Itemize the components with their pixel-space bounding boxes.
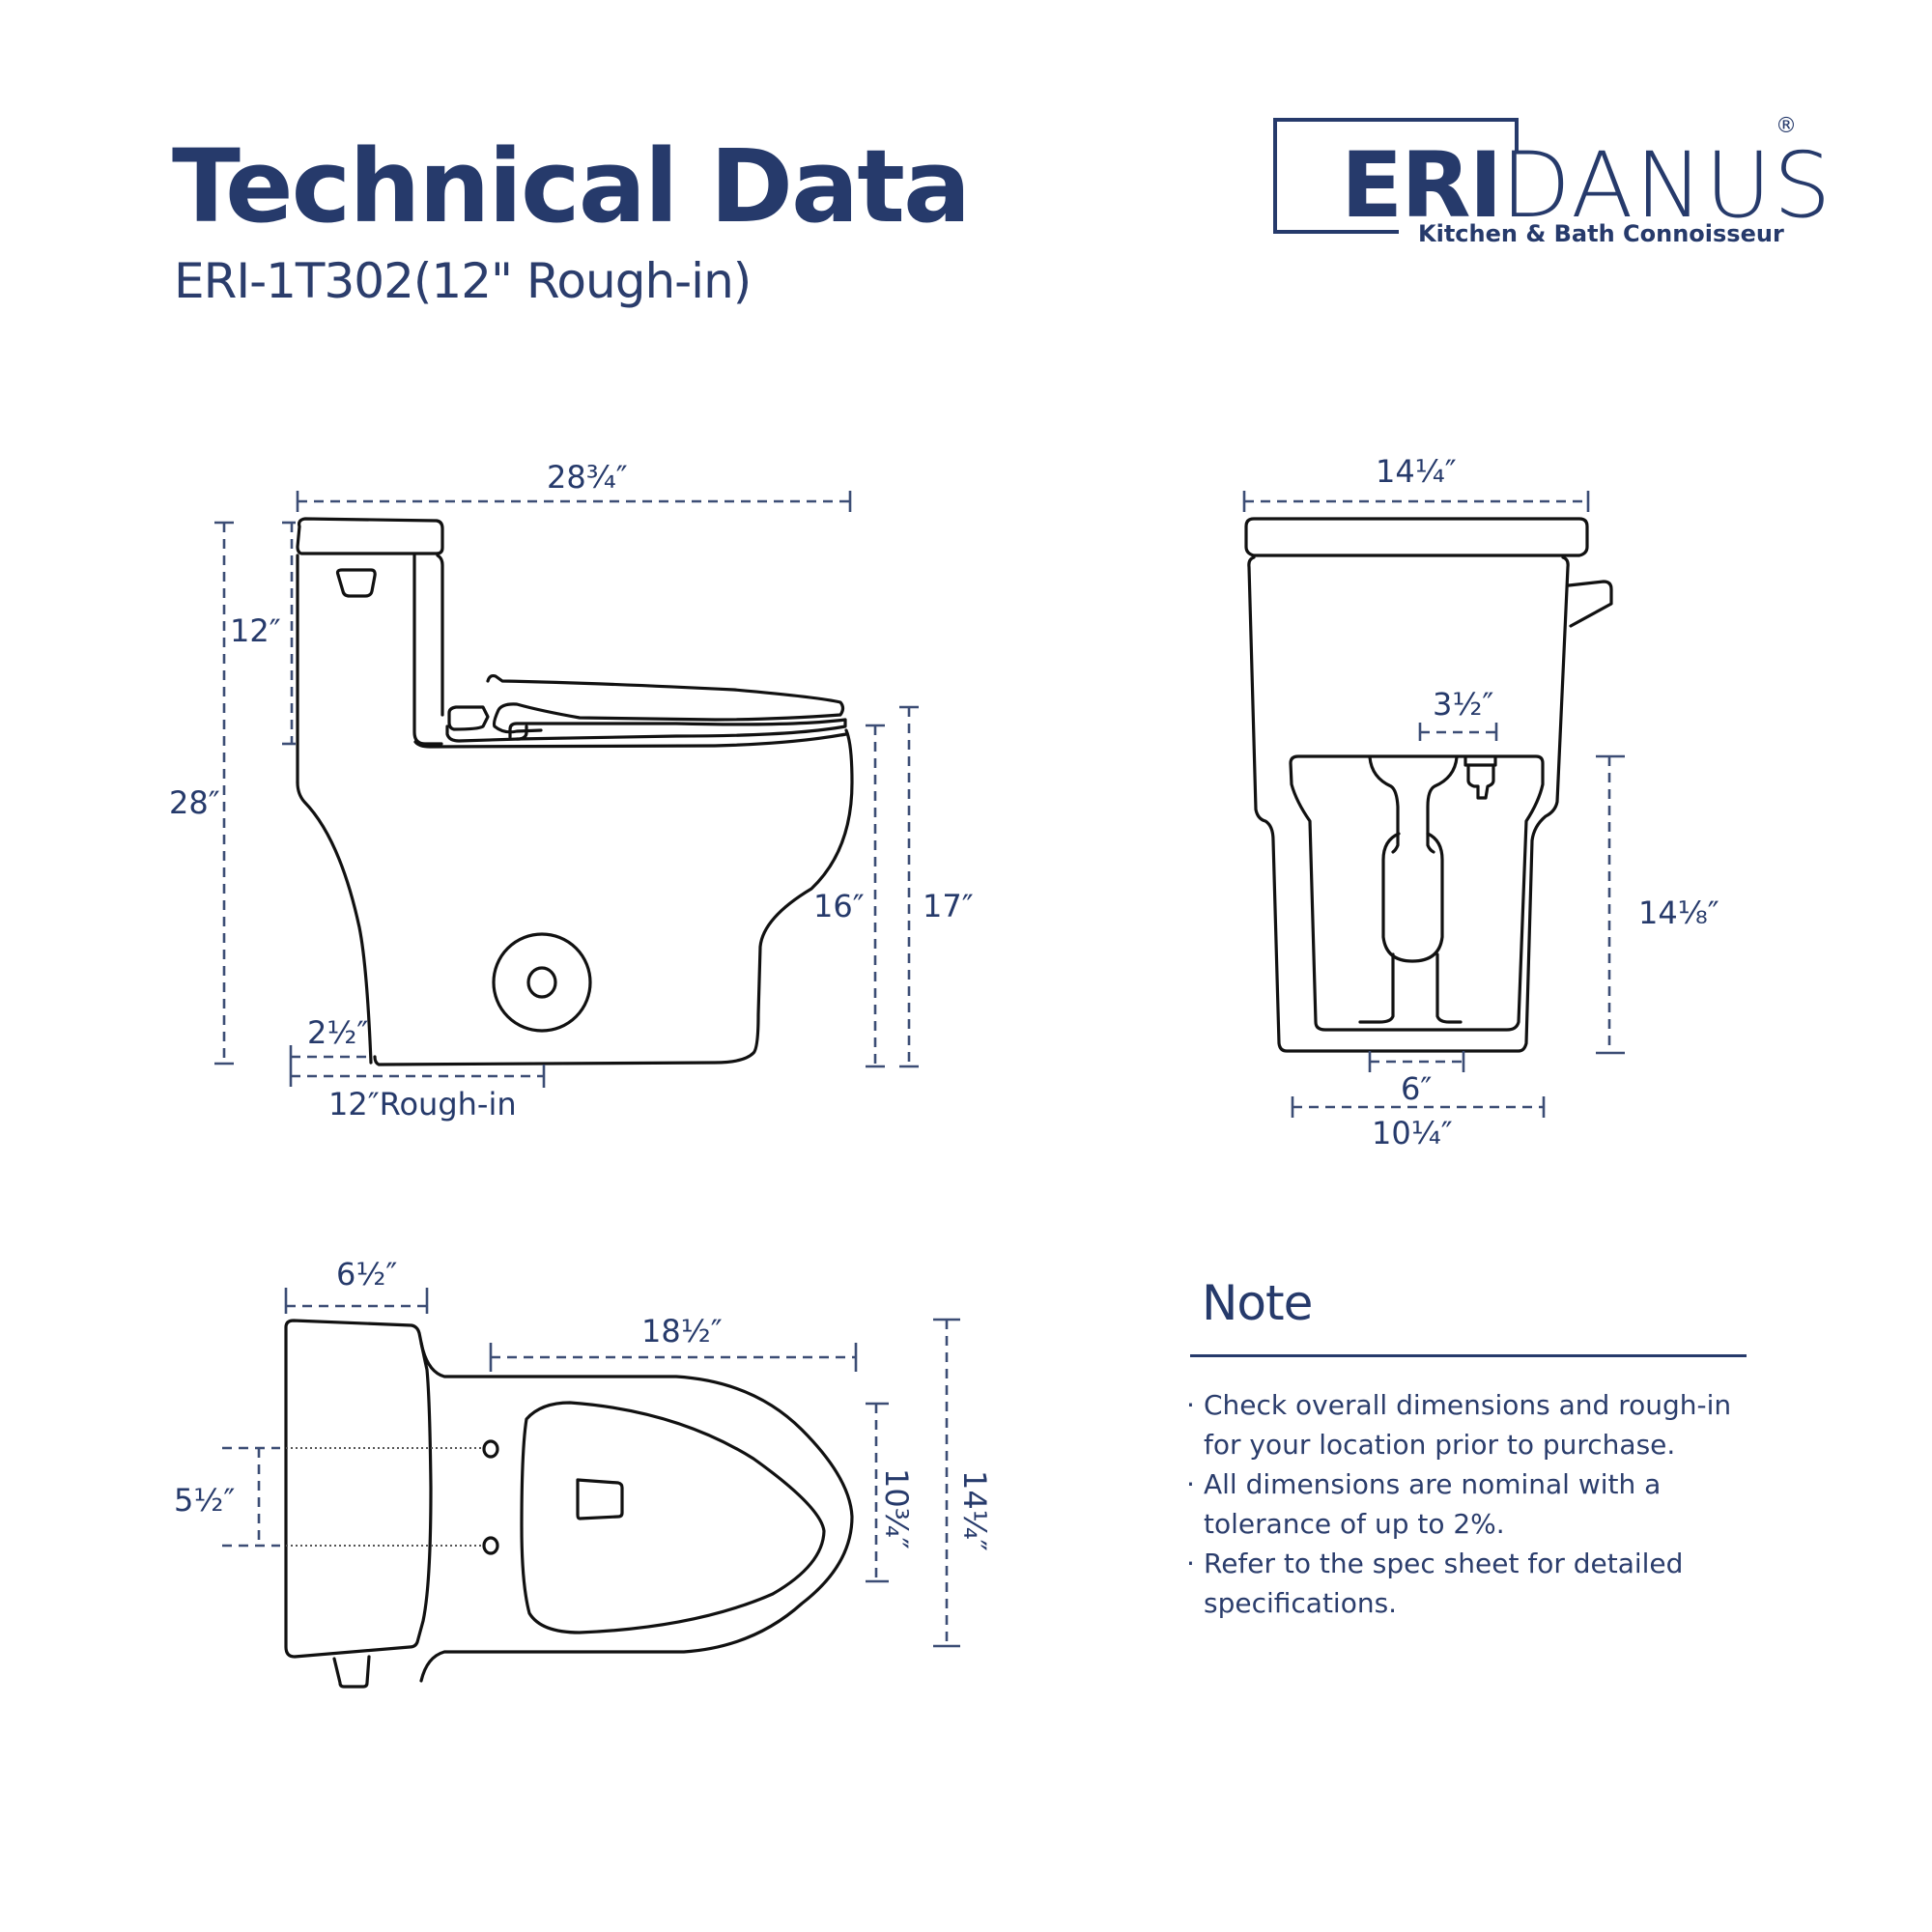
brand-logo: ERIDANUS ® Kitchen & Bath Connoisseur	[1273, 114, 1831, 259]
bullet-icon: ·	[1186, 1389, 1195, 1421]
page-title: Technical Data	[172, 128, 971, 245]
dim-overall-length: 28¾″	[547, 459, 628, 496]
front-view-dimensions: 14¼″ 3½″ 14⅛″ 6″ 10¼″	[1242, 453, 1719, 1151]
dim-trap-width: 6″	[1401, 1070, 1432, 1107]
trap-leg-left	[1358, 952, 1395, 1024]
dim-base-offset: 2½″	[307, 1014, 368, 1051]
side-view-dimensions: 28¾″ 28″ 12″ 16″ 17″ 2½″ 12″Rough-in	[169, 459, 974, 1122]
seat-ring-body	[508, 718, 847, 741]
note-item: · All dimensions are nominal with a tole…	[1186, 1464, 1785, 1544]
dim-bowl-length: 18½″	[641, 1313, 723, 1350]
dim-seat-height: 16″	[813, 888, 865, 924]
trap-neck	[1368, 755, 1400, 854]
tank-front	[436, 554, 444, 717]
note-item-line: tolerance of up to 2%.	[1204, 1508, 1505, 1540]
dim-tank-width: 14¼″	[1376, 453, 1457, 490]
top-supply-valve	[332, 1655, 371, 1689]
supply-fitting	[1463, 755, 1497, 800]
note-divider	[1190, 1354, 1747, 1357]
note-item-line: for your location prior to purchase.	[1204, 1429, 1676, 1461]
bolt-cap-outer	[492, 932, 592, 1033]
note-item-line: Check overall dimensions and rough-in	[1204, 1389, 1732, 1421]
side-view-drawing	[296, 517, 854, 1066]
seat-ring	[445, 724, 528, 743]
seat-lid	[486, 673, 845, 734]
logo-danus: DANUS	[1500, 133, 1833, 239]
dim-seat-bolt-spacing: 5½″	[174, 1482, 235, 1519]
tank-lid	[296, 517, 444, 555]
logo-tagline: Kitchen & Bath Connoisseur	[1418, 220, 1784, 247]
dim-supply-offset: 3½″	[1433, 686, 1493, 723]
top-tank	[284, 1319, 433, 1659]
dim-base-height: 14⅛″	[1638, 895, 1719, 931]
top-tank-neck	[419, 1341, 854, 1683]
bowl-top-line	[413, 732, 848, 749]
flush-lever	[335, 568, 377, 598]
front-flush-lever	[1567, 580, 1613, 628]
seat-hinge	[447, 705, 490, 731]
dim-base-width: 10¼″	[1372, 1115, 1453, 1151]
logo-frame	[1515, 118, 1519, 153]
trap-leg-right	[1435, 952, 1463, 1024]
dim-overall-width: 14¼″	[956, 1470, 993, 1551]
note-item-line: specifications.	[1204, 1587, 1398, 1619]
dim-tank-depth: 6½″	[336, 1256, 397, 1293]
front-tank-body	[1247, 555, 1570, 1053]
trap-bulb	[1381, 832, 1444, 963]
seat-bolt-hole-top	[482, 1439, 499, 1459]
dim-tank-height: 12″	[230, 612, 281, 649]
note-item: · Check overall dimensions and rough-in …	[1186, 1385, 1785, 1464]
seat-bolt-hole-bottom	[482, 1536, 499, 1555]
logo-frame	[1273, 118, 1519, 122]
bullet-icon: ·	[1186, 1548, 1195, 1579]
top-flush-button	[576, 1478, 624, 1520]
logo-eri: ERI	[1341, 133, 1503, 239]
note-item: · Refer to the spec sheet for detailed s…	[1186, 1544, 1785, 1623]
dim-rim-height: 17″	[923, 888, 974, 924]
tank-rear-line	[412, 554, 443, 746]
note-item-line: Refer to the spec sheet for detailed	[1204, 1548, 1684, 1579]
logo-frame	[1273, 118, 1277, 234]
logo-frame	[1273, 230, 1399, 234]
front-trap-window	[1289, 754, 1545, 1032]
note-title: Note	[1202, 1275, 1313, 1331]
trap-neck-right	[1426, 755, 1459, 854]
logo-wordmark: ERIDANUS	[1341, 141, 1833, 232]
note-item-line: All dimensions are nominal with a	[1204, 1468, 1662, 1500]
top-view-dimensions: 6½″ 18½″ 5½″ 10¾″ 14¼″	[174, 1256, 993, 1648]
registered-mark: ®	[1776, 114, 1797, 138]
bullet-icon: ·	[1186, 1468, 1195, 1500]
bowl-front	[373, 728, 854, 1066]
top-view-drawing	[284, 1319, 854, 1689]
dim-overall-height: 28″	[169, 784, 220, 821]
front-tank-lid	[1244, 517, 1589, 557]
dim-rough-in: 12″Rough-in	[328, 1086, 517, 1122]
top-bowl-opening	[520, 1401, 826, 1634]
bowl-rear	[296, 781, 373, 1065]
front-view-drawing	[1244, 517, 1613, 1053]
model-subtitle: ERI-1T302(12" Rough-in)	[174, 253, 752, 309]
note-list: · Check overall dimensions and rough-in …	[1186, 1385, 1785, 1623]
bolt-cap-inner	[526, 966, 557, 999]
dim-bowl-width: 10¾″	[878, 1468, 915, 1549]
